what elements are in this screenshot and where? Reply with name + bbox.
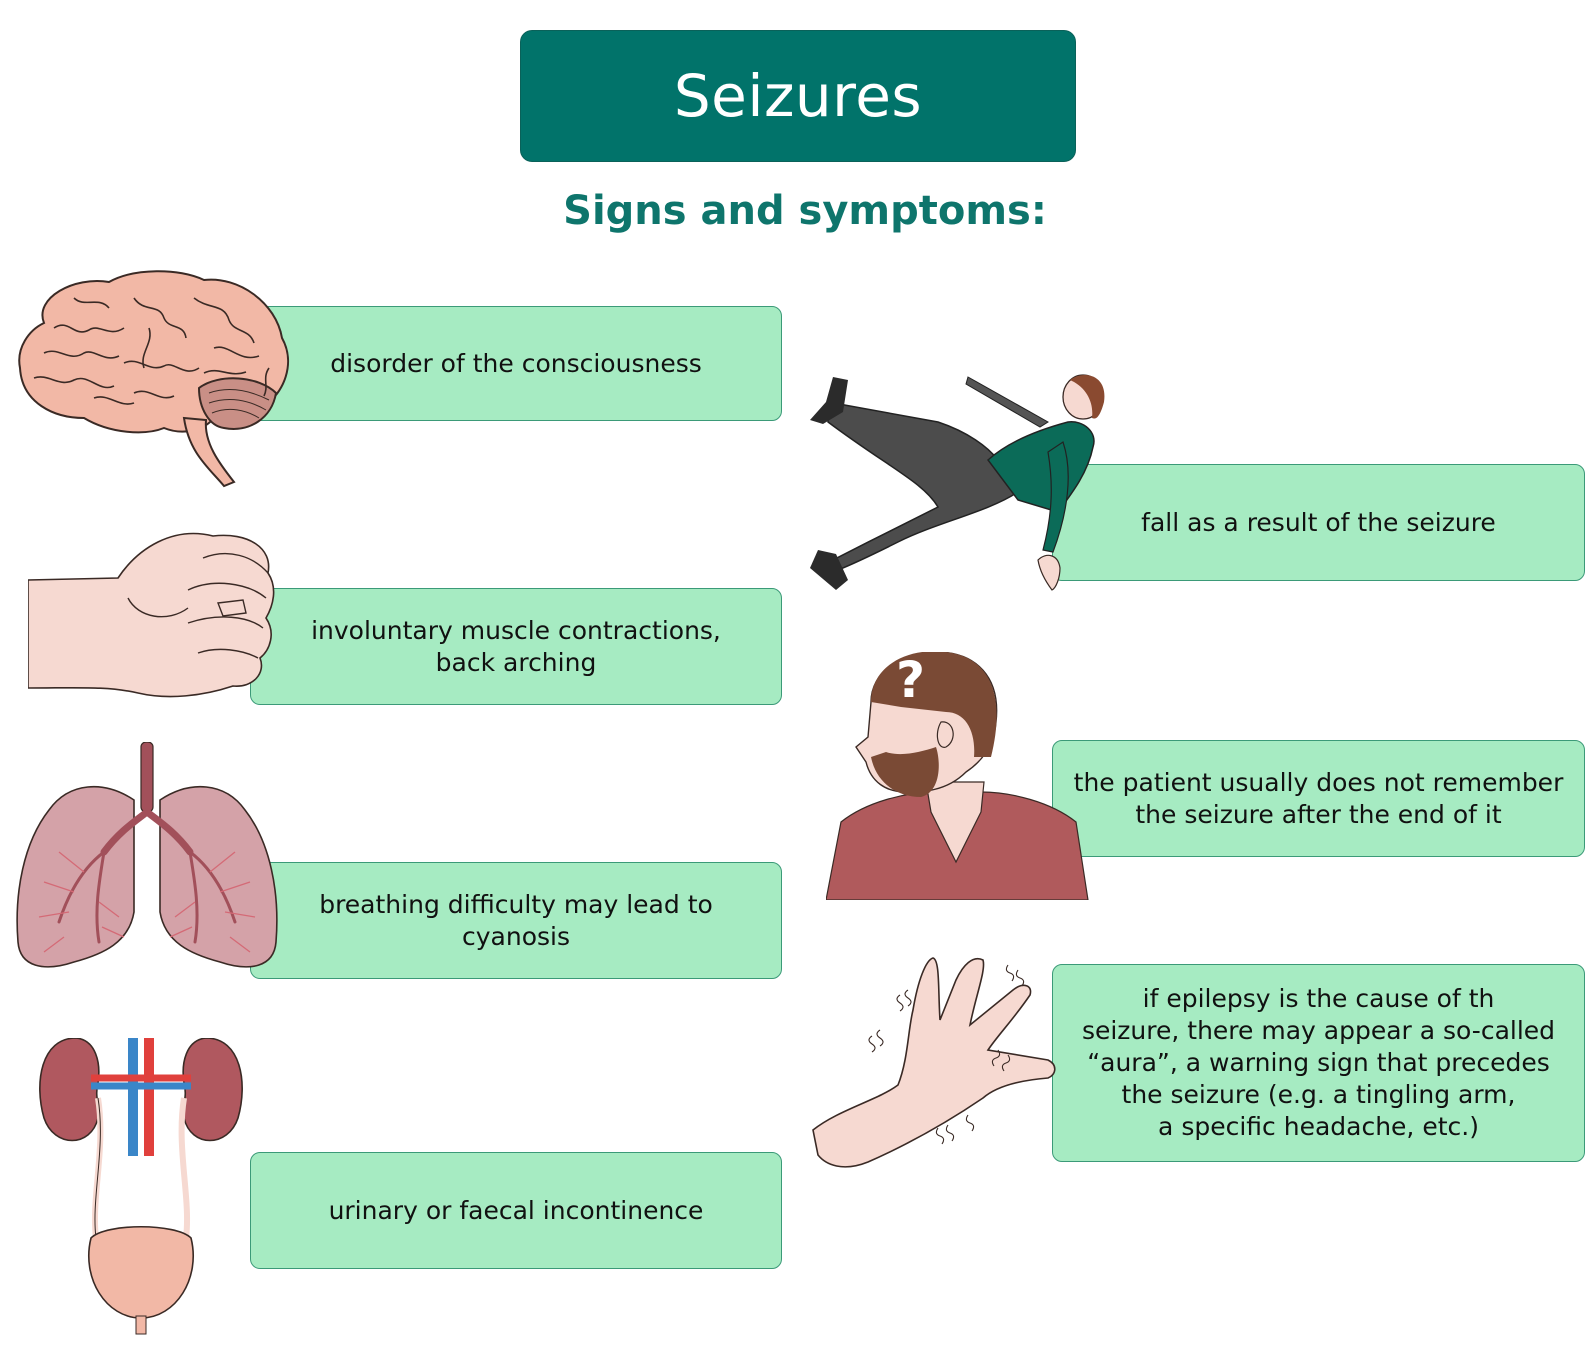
title-banner: Seizures	[520, 30, 1076, 162]
confused-man-icon: ?	[826, 652, 1089, 900]
symptom-text: if epilepsy is the cause of th seizure, …	[1081, 984, 1556, 1141]
symptom-box-breathing: breathing difficulty may lead to cyanosi…	[250, 862, 782, 979]
symptom-box-fall: fall as a result of the seizure	[1052, 464, 1585, 581]
symptom-text: breathing difficulty may lead to cyanosi…	[319, 889, 713, 951]
urinary-system-icon	[39, 1038, 243, 1335]
brain-icon	[18, 270, 290, 488]
symptom-text: urinary or faecal incontinence	[328, 1195, 704, 1225]
symptom-box-incontinence: urinary or faecal incontinence	[250, 1152, 782, 1269]
symptom-box-memory: the patient usually does not remember th…	[1052, 740, 1585, 857]
symptom-box-consciousness: disorder of the consciousness	[250, 306, 782, 421]
symptom-text: the patient usually does not remember th…	[1073, 767, 1564, 829]
symptom-text: disorder of the consciousness	[330, 348, 702, 378]
symptom-text: involuntary muscle contractions, back ar…	[311, 615, 721, 677]
tingling-hand-icon	[812, 957, 1056, 1168]
symptom-box-muscle-contractions: involuntary muscle contractions, back ar…	[250, 588, 782, 705]
falling-man-icon	[810, 374, 1105, 591]
symptom-text: fall as a result of the seizure	[1141, 507, 1496, 537]
svg-text:?: ?	[896, 652, 925, 709]
page-title: Seizures	[673, 62, 923, 130]
symptom-box-aura: if epilepsy is the cause of th seizure, …	[1052, 964, 1585, 1162]
fist-icon	[28, 532, 275, 698]
section-subtitle: Signs and symptoms:	[563, 188, 1047, 234]
lungs-icon	[16, 742, 278, 968]
